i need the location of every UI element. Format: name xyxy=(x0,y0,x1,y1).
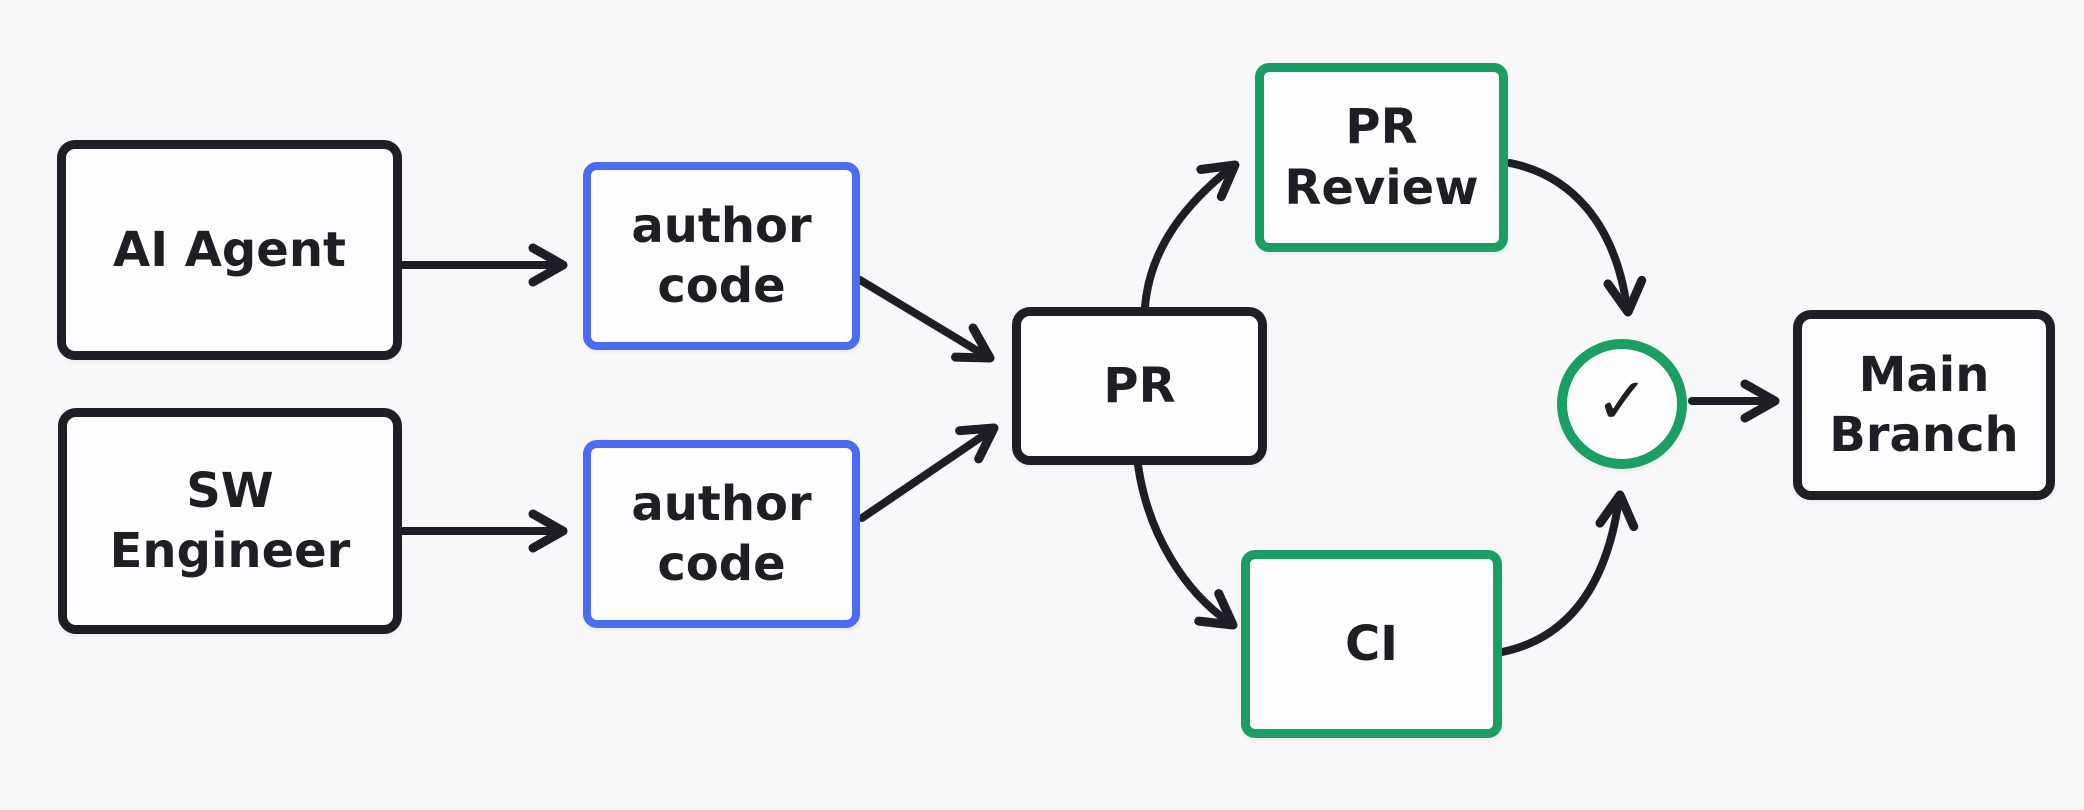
node-main-branch[interactable]: Main Branch xyxy=(1793,310,2055,500)
node-approval-check[interactable]: ✓ xyxy=(1557,339,1687,469)
node-author-code-bottom[interactable]: author code xyxy=(583,440,860,628)
node-ci-label: CI xyxy=(1344,615,1399,672)
checkmark-icon: ✓ xyxy=(1595,364,1649,439)
node-pr-label: PR xyxy=(1103,357,1176,414)
node-ai-agent-label: AI Agent xyxy=(113,221,346,278)
node-sw-engineer-label: SW Engineer xyxy=(109,462,351,579)
edge-author-code-top-to-pr[interactable] xyxy=(856,276,999,373)
node-sw-engineer[interactable]: SW Engineer xyxy=(58,408,402,634)
node-ci[interactable]: CI xyxy=(1241,550,1502,738)
node-pr-review-label: PR Review xyxy=(1284,99,1479,216)
node-ai-agent[interactable]: AI Agent xyxy=(57,140,402,360)
edge-pr-review-to-check[interactable] xyxy=(1506,159,1647,317)
node-author-code-top[interactable]: author code xyxy=(583,162,860,350)
edge-check-to-main-branch[interactable] xyxy=(1688,379,1780,423)
edge-author-code-bottom-to-pr[interactable] xyxy=(858,414,1004,522)
node-author-code-top-label: author code xyxy=(631,197,812,314)
node-pr-review[interactable]: PR Review xyxy=(1255,63,1508,252)
node-main-branch-label: Main Branch xyxy=(1829,346,2019,463)
node-pr[interactable]: PR xyxy=(1012,307,1267,465)
edge-ai-agent-to-author-code[interactable] xyxy=(396,243,568,287)
edge-ci-to-check[interactable] xyxy=(1498,490,1639,656)
edge-pr-to-ci[interactable] xyxy=(1134,461,1243,639)
edge-sw-engineer-to-author-code[interactable] xyxy=(396,509,568,553)
edge-pr-to-pr-review[interactable] xyxy=(1141,151,1245,311)
node-author-code-bottom-label: author code xyxy=(631,475,812,592)
